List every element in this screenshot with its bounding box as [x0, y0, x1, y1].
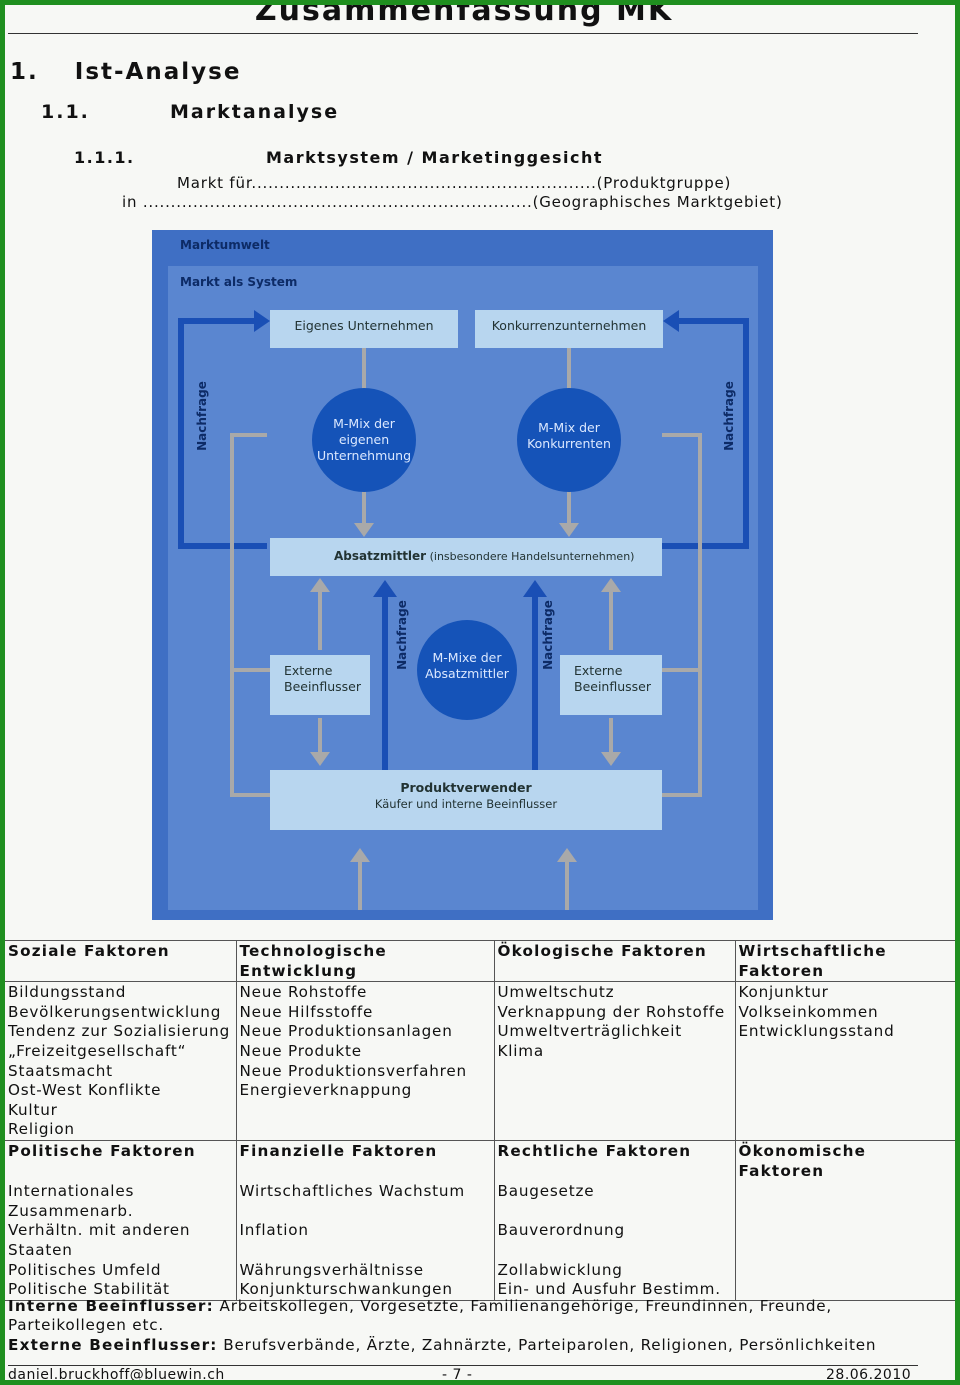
internal-influencers-label: Interne Beeinflusser: — [8, 1297, 214, 1315]
box-channel-label-rest: (insbesondere Handelsunternehmen) — [426, 550, 634, 563]
box-channel-label: Absatzmittler (insbesondere Handelsunter… — [334, 549, 634, 563]
footer-email: daniel.bruckhoff@bluewin.ch — [8, 1367, 225, 1380]
factors-header-row-2: Politische Faktoren Finanzielle Faktoren… — [5, 1139, 955, 1182]
header-social: Soziale Faktoren — [5, 939, 236, 982]
bottom-arrow-left-head — [350, 848, 370, 862]
demand-label-center-left: Nachfrage — [395, 600, 409, 670]
header-political: Politische Faktoren — [5, 1139, 236, 1182]
items-economic — [734, 1181, 955, 1301]
heading-3-label: Marktsystem / Marketinggesicht — [266, 148, 604, 167]
ext-left-up-head — [310, 578, 330, 592]
demand-arrow-left — [178, 318, 267, 549]
box-external-right-line2: Beeinflusser — [574, 679, 652, 694]
items-ecology: Umweltschutz Verknappung der Rohstoffe U… — [493, 981, 735, 1141]
demand-label-center-right: Nachfrage — [541, 600, 555, 670]
marktgebiet-line: in .....................................… — [122, 193, 783, 211]
box-external-right-line1: Externe — [574, 663, 623, 678]
factors-items-row-2: Internationales Zusammenarb. Verhältn. m… — [5, 1181, 955, 1301]
header-ecology: Ökologische Faktoren — [493, 939, 735, 982]
ext-left-down-head — [310, 752, 330, 766]
box-channel — [270, 538, 662, 576]
internal-influencers-note: Interne Beeinflusser: Arbeitskollegen, V… — [8, 1297, 832, 1317]
heading-2-number: 1.1. — [41, 101, 90, 123]
circle-channel-mix-line2: Absatzmittler — [425, 666, 510, 681]
heading-1-number: 1. — [10, 59, 39, 85]
box-competitor — [475, 310, 663, 348]
header-economic: Ökonomische Faktoren — [734, 1139, 955, 1182]
gray-loop-left — [230, 433, 270, 797]
box-competitor-label: Konkurrenzunternehmen — [492, 318, 647, 333]
markt-fuer-line: Markt für...............................… — [177, 174, 732, 192]
header-legal: Rechtliche Faktoren — [493, 1139, 735, 1182]
box-own-company-label: Eigenes Unternehmen — [294, 318, 433, 333]
heading-1-label: Ist-Analyse — [74, 59, 242, 85]
document-title: Zusammenfassung MK — [254, 5, 674, 28]
market-system-diagram: Marktumwelt Markt als System Eigenes Unt… — [152, 230, 773, 920]
box-product-user-subtitle: Käufer und interne Beeinflusser — [375, 797, 557, 811]
diagram-svg: Marktumwelt Markt als System Eigenes Unt… — [152, 230, 773, 920]
box-external-right — [560, 655, 662, 715]
demand-arrow-right-head — [663, 310, 679, 332]
circle-own-mix-line2: eigenen — [339, 432, 389, 447]
ext-right-up-head — [601, 578, 621, 592]
box-external-left-line1: Externe — [284, 663, 333, 678]
ext-right-down-head — [601, 752, 621, 766]
circle-own-mix — [312, 388, 416, 492]
footer-page-number: - 7 - — [442, 1367, 473, 1380]
items-legal: Baugesetze Bauverordnung Zollabwicklung … — [493, 1181, 735, 1301]
environment-label: Marktumwelt — [180, 238, 270, 252]
connector-competitor-arrowhead — [559, 523, 579, 537]
demand-label-right: Nachfrage — [722, 381, 736, 451]
factors-items-row-1: Bildungsstand Bevölkerungsentwicklung Te… — [5, 981, 955, 1141]
items-technology: Neue Rohstoffe Neue Hilfsstoffe Neue Pro… — [235, 981, 494, 1141]
demand-label-left: Nachfrage — [195, 381, 209, 451]
box-product-user-title: Produktverwender — [400, 780, 532, 795]
header-financial: Finanzielle Faktoren — [235, 1139, 494, 1182]
items-economy: Konjunktur Volkseinkommen Entwicklungsst… — [734, 981, 955, 1141]
box-external-left — [270, 655, 370, 715]
internal-influencers-text: Arbeitskollegen, Vorgesetzte, Familienan… — [213, 1297, 833, 1315]
demand-arrow-center-left-head — [373, 580, 397, 597]
demand-arrow-left-head — [254, 310, 270, 332]
circle-competitor-mix-line1: M-Mix der — [538, 420, 601, 435]
system-label: Markt als System — [180, 275, 297, 289]
box-product-user — [270, 770, 662, 830]
items-financial: Wirtschaftliches Wachstum Inflation Währ… — [235, 1181, 494, 1301]
circle-competitor-mix — [517, 388, 621, 492]
items-political: Internationales Zusammenarb. Verhältn. m… — [5, 1181, 236, 1301]
external-influencers-note: Externe Beeinflusser: Berufsverbände, Är… — [8, 1336, 876, 1356]
heading-2-label: Marktanalyse — [170, 101, 340, 123]
connector-own-arrowhead — [354, 523, 374, 537]
box-external-left-line2: Beeinflusser — [284, 679, 362, 694]
heading-1: 1. Ist-Analyse — [10, 59, 241, 85]
circle-channel-mix-line1: M-Mixe der — [433, 650, 503, 665]
box-channel-label-bold: Absatzmittler — [334, 549, 426, 563]
demand-arrow-right — [662, 318, 749, 549]
footer-date: 28.06.2010 — [826, 1367, 912, 1380]
heading-3-number: 1.1.1. — [74, 148, 135, 167]
box-own-company — [270, 310, 458, 348]
external-influencers-label: Externe Beeinflusser: — [8, 1336, 218, 1354]
bottom-arrow-right-head — [557, 848, 577, 862]
gray-loop-right — [662, 433, 702, 797]
circle-own-mix-line1: M-Mix der — [333, 416, 396, 431]
circle-own-mix-line3: Unternehmung — [317, 448, 411, 463]
internal-influencers-note-cont: Parteikollegen etc. — [8, 1316, 164, 1334]
circle-competitor-mix-line2: Konkurrenten — [527, 436, 611, 451]
circle-channel-mix — [417, 620, 517, 720]
title-rule — [8, 33, 918, 34]
document-page: Zusammenfassung MK 1. Ist-Analyse 1.1. M… — [5, 5, 955, 1380]
footer-rule — [8, 1365, 918, 1366]
items-social: Bildungsstand Bevölkerungsentwicklung Te… — [5, 981, 236, 1141]
external-influencers-text: Berufsverbände, Ärzte, Zahnärzte, Partei… — [217, 1336, 877, 1354]
demand-arrow-center-right-head — [523, 580, 547, 597]
